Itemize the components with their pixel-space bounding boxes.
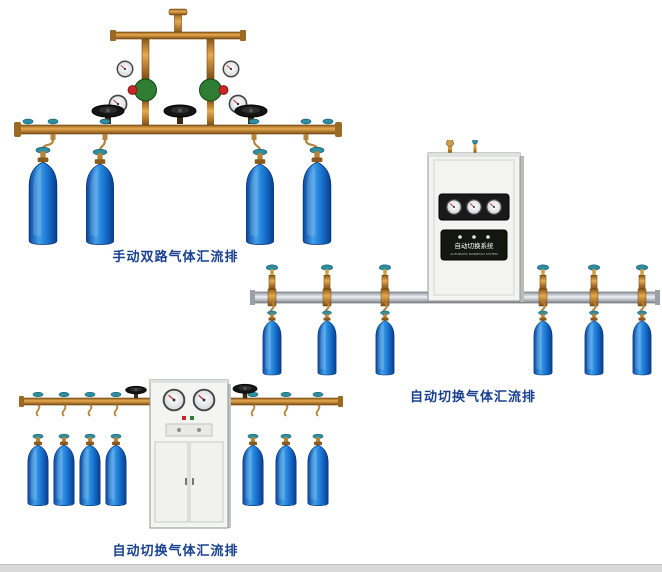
gas-cylinder [584,310,604,376]
control-cabinet: 自动切换系统 AUTOMATIC MANIFOLD SYSTEM [427,140,524,302]
manual-dual-manifold-image [14,8,342,245]
gas-cylinder [632,310,652,376]
door-handle [192,478,194,485]
product-caption-manual: 手动双路气体汇流排 [112,250,239,265]
indicator-light [458,235,462,239]
gas-cylinder [79,433,101,507]
gas-cylinder [242,433,264,507]
pressure-gauge [192,388,216,412]
cylinder-hoses [35,404,321,417]
pressure-gauge [222,60,240,78]
indicator-light [472,235,476,239]
gas-cylinder [275,433,297,507]
cabinet-sublabel: AUTOMATIC MANIFOLD SYSTEM [450,252,498,256]
control-cabinet [149,379,231,529]
gas-cylinder [105,433,127,507]
indicator-light [190,416,194,420]
gas-cylinder [86,148,114,245]
gas-cylinder [317,310,337,376]
gas-cylinder [307,433,329,507]
manifold-pipe [14,122,342,137]
cabinet-top-fitting [472,140,478,145]
gas-cylinder [375,310,395,376]
valve-handwheel [163,104,197,125]
station-valve-knobs [22,118,334,125]
pressure-gauge [162,388,186,412]
indicator-light [486,235,490,239]
indicator-light [182,416,186,420]
control-panel [165,423,213,437]
pressure-gauge [446,199,462,215]
cabinet-door [154,441,189,523]
cabinet-door [189,441,224,523]
pressure-gauge [466,199,482,215]
door-handle [185,478,187,485]
cabinet-top-fitting [446,140,454,147]
pressure-gauge [116,60,134,78]
cabinet-label-plate [440,229,508,261]
gas-cylinder [53,433,75,507]
gas-cylinder [533,310,553,376]
bottom-divider-bar [0,564,662,572]
auto-switch-manifold-1-image: 自动切换系统 AUTOMATIC MANIFOLD SYSTEM [250,140,660,376]
station-valve-knobs [32,391,324,397]
auto-switch-manifold-2-image [19,379,343,529]
gas-cylinder [28,146,58,245]
pressure-regulator-right [199,78,229,126]
product-caption-auto-2: 自动切换气体汇流排 [112,544,239,559]
gas-cylinder [262,310,282,376]
valve-handwheel [125,385,147,399]
product-caption-auto-1: 自动切换气体汇流排 [409,390,536,405]
cabinet-label: 自动切换系统 [455,241,495,250]
pressure-regulator-left [127,78,157,126]
pressure-gauge [486,199,502,215]
gas-cylinder [27,433,49,507]
